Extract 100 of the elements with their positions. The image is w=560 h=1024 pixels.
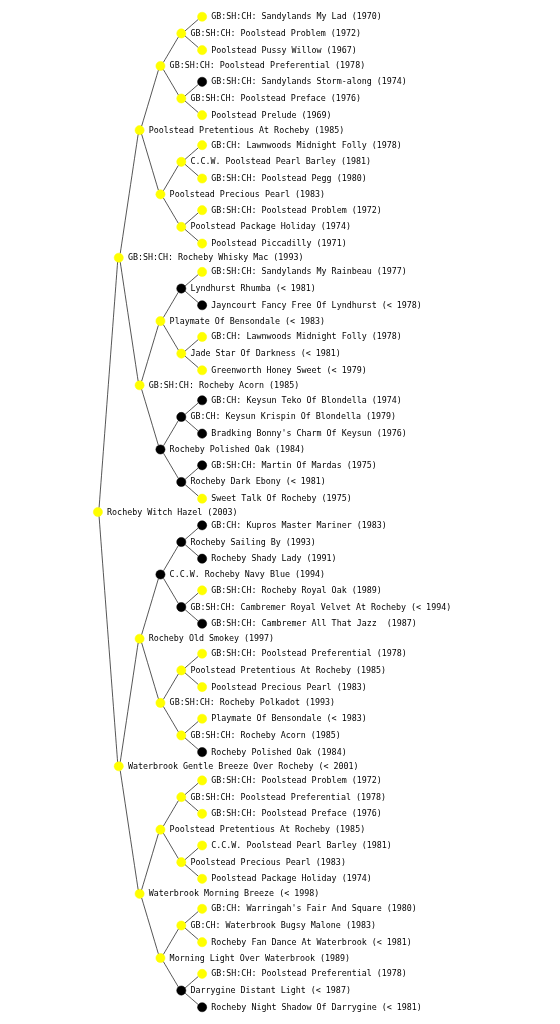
node-label: Playmate Of Bensondale (< 1983) — [210, 713, 367, 724]
node-circle — [175, 477, 186, 487]
node-label: GB:SH:CH: Poolstead Preferential (1978) — [210, 648, 407, 659]
node-circle — [134, 889, 144, 899]
node-circle — [175, 920, 186, 931]
node-circle — [175, 537, 186, 547]
connector — [162, 165, 179, 191]
node-label: Poolstead Package Holiday (1974) — [210, 873, 372, 884]
connector — [184, 164, 198, 177]
node-label: Jade Star Of Darkness (< 1981) — [189, 348, 341, 359]
node-circle — [196, 713, 207, 724]
connector — [162, 324, 179, 351]
node-label: Sweet Talk Of Rocheby (1975) — [210, 493, 352, 504]
node-circle — [196, 1002, 207, 1013]
node-circle — [196, 267, 207, 277]
connector — [140, 69, 159, 127]
node-label: Poolstead Pretentious At Rocheby (1985) — [169, 824, 365, 835]
node-circle — [175, 222, 186, 232]
node-circle — [155, 61, 165, 71]
node-label: GB:SH:CH: Poolstead Preferential (1978) — [169, 60, 365, 71]
connector — [184, 355, 198, 368]
node-label: Poolstead Precious Pearl (1983) — [210, 681, 367, 692]
node-label: Poolstead Pretentious At Rocheby (1985) — [189, 664, 386, 675]
node-circle — [155, 953, 165, 963]
node-circle — [196, 874, 207, 884]
connector — [184, 290, 198, 303]
connector — [98, 261, 118, 508]
node-label: GB:SH:CH: Poolstead Pegg (1980) — [210, 173, 367, 184]
connector — [184, 976, 198, 989]
node-label: Jayncourt Fancy Free Of Lyndhurst (< 1978) — [210, 299, 422, 310]
node-circle — [196, 585, 207, 596]
node-label: Rocheby Witch Hazel (2003) — [106, 506, 237, 517]
connector — [184, 592, 198, 605]
connector — [140, 642, 159, 699]
node-label: GB:SH:CH: Martin Of Mardas (1975) — [210, 459, 377, 470]
node-label: GB:SH:CH: Poolstead Problem (1972) — [189, 27, 361, 38]
connector — [162, 69, 179, 96]
node-label: GB:CH: Kupros Master Mariner (1983) — [210, 519, 387, 530]
connector — [184, 484, 198, 497]
node-label: Morning Light Over Waterbrook (1989) — [169, 952, 350, 963]
node-label: Rocheby Dark Ebony (< 1981) — [189, 476, 326, 487]
node-label: GB:SH:CH: Poolstead Preface (1976) — [210, 808, 382, 819]
connector — [140, 134, 159, 191]
connector — [184, 274, 198, 287]
node-label: Rocheby Fan Dance At Waterbrook (< 1981) — [210, 936, 412, 947]
node-circle — [196, 969, 207, 979]
node-circle — [92, 507, 103, 517]
node-circle — [155, 698, 165, 708]
connector — [140, 578, 159, 635]
node-circle — [196, 618, 207, 629]
node-label: Waterbrook Gentle Breeze Over Rocheby (< 2001) — [127, 760, 359, 771]
connector — [184, 84, 198, 97]
node-label: Darrygine Distant Light (< 1987) — [189, 985, 351, 996]
node-label: GB:CH: Lawnwoods Midnight Folly (1978) — [210, 331, 402, 342]
node-label: Rocheby Polished Oak (1984) — [210, 746, 347, 757]
node-circle — [196, 238, 207, 249]
node-circle — [134, 633, 144, 644]
node-label: Poolstead Pussy Willow (1967) — [210, 44, 357, 55]
node-circle — [175, 348, 186, 359]
node-circle — [155, 444, 165, 455]
node-label: Rocheby Sailing By (1993) — [189, 536, 316, 547]
node-circle — [175, 857, 186, 867]
node-circle — [196, 904, 207, 914]
node-circle — [196, 205, 207, 216]
node-label: Greenworth Honey Sweet (< 1979) — [210, 364, 367, 375]
node-circle — [175, 730, 186, 741]
node-circle — [196, 493, 207, 504]
node-circle — [196, 747, 207, 757]
node-label: GB:SH:CH: Rocheby Polkadot (1993) — [169, 697, 335, 708]
node-circle — [196, 395, 207, 406]
node-label: GB:SH:CH: Poolstead Preferential (1978) — [189, 791, 386, 802]
node-circle — [196, 775, 207, 786]
connector — [162, 833, 179, 859]
node-label: Rocheby Shady Lady (1991) — [210, 553, 337, 564]
connector — [184, 212, 198, 225]
connector — [162, 673, 179, 700]
node-label: Poolstead Prelude (1969) — [210, 109, 332, 120]
node-circle — [175, 28, 186, 39]
connector — [162, 420, 179, 447]
node-circle — [196, 45, 207, 55]
connector — [184, 992, 198, 1005]
node-circle — [175, 93, 186, 104]
node-label: Rocheby Old Smokey (1997) — [148, 633, 274, 644]
connector — [184, 609, 198, 622]
node-circle — [196, 11, 207, 22]
connector — [184, 35, 198, 48]
connector — [162, 36, 179, 63]
node-label: GB:SH:CH: Rocheby Whisky Mac (1993) — [127, 252, 303, 263]
node-circle — [196, 648, 207, 659]
connector — [162, 928, 179, 955]
connector — [119, 261, 138, 382]
node-label: Rocheby Night Shadow Of Darrygine (< 1981) — [210, 1001, 422, 1012]
connector — [119, 134, 138, 254]
node-circle — [196, 300, 207, 311]
node-circle — [196, 460, 207, 471]
node-label: GB:CH: Keysun Teko Of Blondella (1974) — [210, 394, 402, 405]
node-circle — [196, 77, 207, 87]
node-circle — [155, 569, 165, 580]
node-circle — [196, 808, 207, 819]
node-circle — [196, 365, 207, 376]
